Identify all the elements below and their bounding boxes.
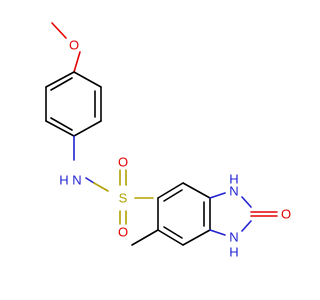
atom-nh-bottom-hydrogen: H	[229, 245, 238, 260]
bond-methyl-oxygen	[51, 22, 67, 39]
atom-methoxy-oxygen: O	[69, 38, 79, 53]
bond-nitrogen-sulfur-yellow	[93, 182, 109, 192]
atom-sulfur: S	[119, 191, 128, 206]
atom-nh-top-hydrogen: H	[229, 172, 238, 187]
atom-carbonyl-oxygen: O	[281, 207, 291, 222]
atom-sulfonyl-oxygen-top: O	[118, 155, 128, 170]
atom-amine-hydrogen: H	[59, 173, 68, 188]
atom-nh-bottom-nitrogen: N	[229, 230, 238, 245]
bond-oxygen-ring	[73, 51, 81, 73]
atom-amine-nitrogen: N	[72, 173, 81, 188]
imidazolone-ring	[209, 192, 252, 236]
benzene-ring	[157, 182, 211, 246]
bond-ring-methyl	[131, 229, 159, 246]
molecule-structure: O H N S O O H N N H O	[45, 22, 291, 260]
atom-sulfonyl-oxygen-bottom: O	[118, 225, 128, 240]
methoxyphenyl-ring	[45, 71, 102, 137]
bond-nitrogen-sulfur	[85, 177, 95, 184]
atom-nh-top-nitrogen: N	[229, 184, 238, 199]
